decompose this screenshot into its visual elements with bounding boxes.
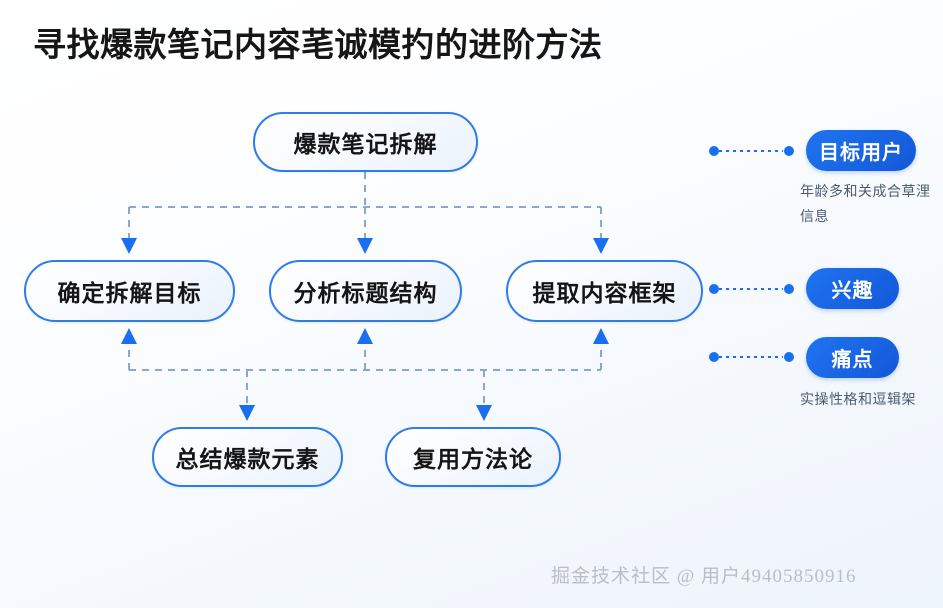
flow-node-summarize-elements-label: 总结爆款元素 (175, 446, 320, 472)
leader-dot-start-interest (709, 284, 719, 294)
arrowhead-to-frame (593, 238, 609, 254)
flow-node-analyze-title-label: 分析标题结构 (293, 280, 438, 306)
watermark-text: 掘金技术社区 @ 用户49405850916 (551, 566, 857, 587)
leader-dot-end-audience (784, 146, 794, 156)
flow-node-reuse-method[interactable]: 复用方法论 (385, 427, 561, 487)
leader-dot-end-pain (784, 352, 794, 362)
tag-pill-target-audience-label: 目标用户 (819, 142, 903, 164)
arrowhead-to-title (357, 238, 373, 254)
leader-dot-end-interest (784, 284, 794, 294)
flow-node-extract-frame[interactable]: 提取内容框架 (506, 260, 703, 322)
tag-pill-interest-label: 兴趣 (831, 280, 874, 302)
arrowhead-to-goal (121, 238, 137, 254)
arrowhead-up-goal (121, 328, 137, 344)
flow-node-root-label: 爆款笔记拆解 (293, 131, 438, 157)
flow-node-extract-frame-label: 提取内容框架 (532, 280, 677, 306)
flow-node-define-goal[interactable]: 确定拆解目标 (24, 260, 235, 322)
arrowhead-up-title (357, 328, 373, 344)
leader-dot-start-audience (709, 146, 719, 156)
tag-pill-pain-point-label: 痛点 (831, 349, 874, 371)
flow-node-define-goal-label: 确定拆解目标 (57, 280, 202, 306)
tag-description-pain-point: 实操性格和逗辑架 (800, 391, 916, 407)
tag-description-target-audience: 年龄多和关成合草浬信息 (800, 183, 931, 224)
arrowhead-to-reuse (476, 405, 492, 421)
tag-pill-interest[interactable]: 兴趣 (806, 268, 899, 309)
arrowhead-up-frame (593, 328, 609, 344)
flow-node-analyze-title[interactable]: 分析标题结构 (269, 260, 462, 322)
page-title: 寻找爆款笔记内容芼诚模扚的进阶方法 (33, 26, 603, 63)
tag-pill-pain-point[interactable]: 痛点 (806, 337, 899, 378)
flow-node-summarize-elements[interactable]: 总结爆款元素 (152, 427, 343, 487)
flow-node-reuse-method-label: 复用方法论 (413, 446, 533, 472)
tag-pill-target-audience[interactable]: 目标用户 (806, 130, 916, 171)
leader-dot-start-pain (709, 352, 719, 362)
flow-node-root[interactable]: 爆款笔记拆解 (253, 112, 478, 172)
arrowhead-to-summary (239, 405, 255, 421)
